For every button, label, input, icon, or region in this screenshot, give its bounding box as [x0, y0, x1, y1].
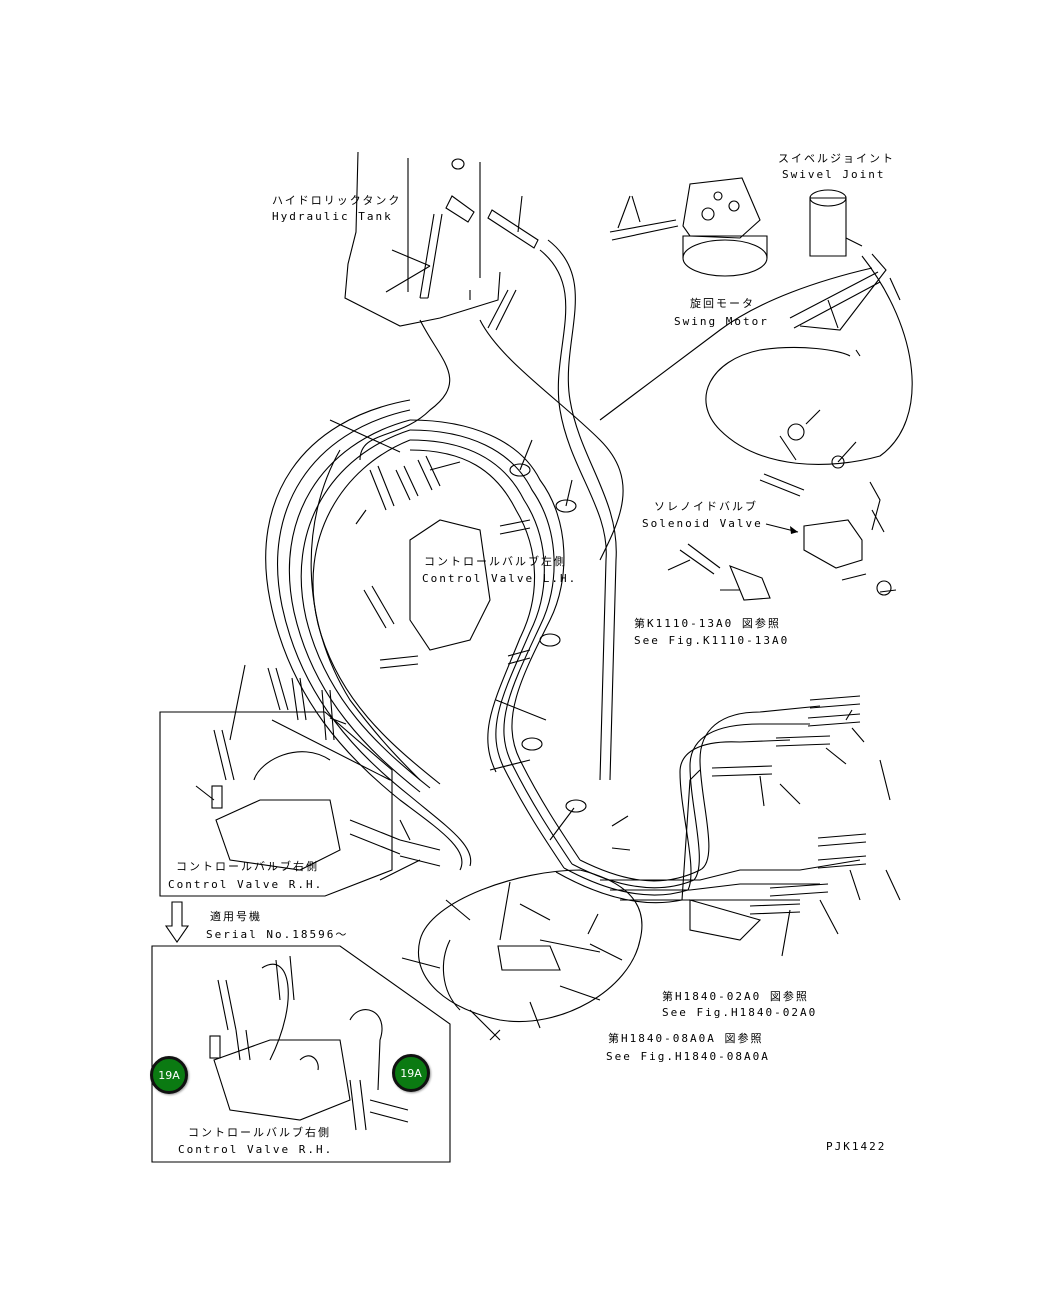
right-fittings: [689, 695, 867, 941]
control-valve-lh-label-jp: コントロールバルブ左側: [424, 555, 567, 568]
left-hose-sweep: [265, 399, 472, 871]
main-hose-bundle: [359, 239, 873, 781]
hydraulic-tank-label-jp: ハイドロリックタンク: [272, 194, 402, 207]
control-valve-lh-label-en: Control Valve L.H.: [422, 572, 578, 585]
control-valve-rh2-label-jp: コントロールバルブ右側: [188, 1126, 331, 1139]
control-valve-rh-label-en: Control Valve R.H.: [168, 878, 324, 891]
hose-loop-right: [705, 255, 913, 466]
leader-lines: [195, 195, 901, 1041]
lower-hose-bundle: [555, 705, 861, 904]
swivel-joint-label-jp: スイベルジョイント: [778, 152, 895, 165]
swing-motor-label-jp: 旋回モータ: [690, 297, 755, 310]
solenoid-pointer-arrow: [765, 523, 799, 534]
swing-motor-label-en: Swing Motor: [674, 315, 769, 328]
drawing-code: PJK1422: [826, 1140, 887, 1153]
see-fig-h1840-02-label-en: See Fig.H1840-02A0: [662, 1006, 818, 1019]
center-hose-bundle: [409, 419, 587, 869]
inset-arrow: [164, 901, 190, 943]
serial-label-en: Serial No.18596～: [206, 928, 349, 941]
lower-manifold: [417, 869, 643, 1041]
solenoid-valve-drawing: [679, 423, 892, 601]
solenoid-valve-label-jp: ソレノイドバルブ: [654, 500, 758, 513]
see-fig-h1840-08-label-jp: 第H1840-08A0A 図参照: [608, 1032, 764, 1045]
control-valve-rh-label-jp: コントロールバルブ右側: [176, 860, 319, 873]
swivel-joint-drawing: [789, 189, 901, 331]
solenoid-valve-label-en: Solenoid Valve: [642, 517, 763, 530]
inset-control-valve-rh-serial: [151, 945, 451, 1163]
hydraulic-tank-drawing: [344, 151, 539, 331]
swivel-joint-label-en: Swivel Joint: [782, 168, 886, 181]
callout-badge-right[interactable]: 19A: [392, 1054, 430, 1092]
see-fig-k1110-label-en: See Fig.K1110-13A0: [634, 634, 790, 647]
swing-motor-drawing: [609, 177, 768, 277]
serial-label-jp: 適用号機: [210, 910, 262, 923]
control-valve-rh2-label-en: Control Valve R.H.: [178, 1143, 334, 1156]
see-fig-k1110-label-jp: 第K1110-13A0 図参照: [634, 617, 781, 630]
see-fig-h1840-08-label-en: See Fig.H1840-08A0A: [606, 1050, 770, 1063]
see-fig-h1840-02-label-jp: 第H1840-02A0 図参照: [662, 990, 809, 1003]
inset-control-valve-rh: [159, 667, 441, 897]
callout-badge-left[interactable]: 19A: [150, 1056, 188, 1094]
hydraulic-tank-label-en: Hydraulic Tank: [272, 210, 393, 223]
control-valve-lh-drawing: [363, 455, 531, 669]
